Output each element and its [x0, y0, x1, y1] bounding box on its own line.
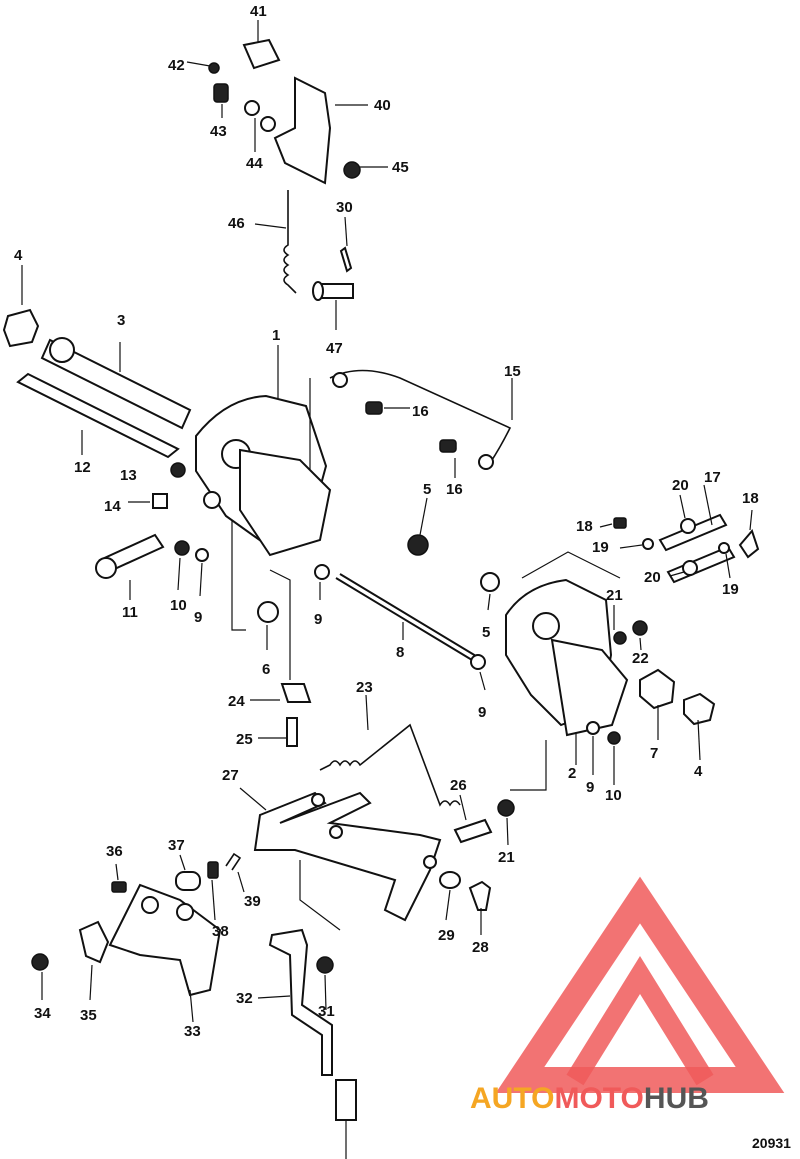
callout-label: 2 — [568, 765, 576, 782]
watermark-text-auto: AUTO — [470, 1082, 554, 1115]
callout-label: 39 — [244, 893, 261, 910]
callout-label: 19 — [722, 581, 739, 598]
callout-label: 15 — [504, 363, 521, 380]
link-assembly — [599, 484, 760, 584]
callout-label: 26 — [450, 777, 467, 794]
callout-label: 41 — [250, 3, 267, 20]
lower-left-assembly — [31, 852, 245, 1023]
callout-label: 5 — [423, 481, 431, 498]
callout-label: 33 — [184, 1023, 201, 1040]
callout-label: 21 — [606, 587, 623, 604]
center-rod-assembly — [314, 497, 500, 691]
callout-label: 18 — [742, 490, 759, 507]
callout-label: 5 — [482, 624, 490, 641]
callout-label: 13 — [120, 467, 137, 484]
callout-label: 6 — [262, 661, 270, 678]
callout-label: 43 — [210, 123, 227, 140]
callout-label: 9 — [194, 609, 202, 626]
callout-label: 14 — [104, 498, 121, 515]
callout-label: 34 — [34, 1005, 51, 1022]
callout-label: 16 — [412, 403, 429, 420]
callout-label: 29 — [438, 927, 455, 944]
left-bracket-assembly — [2, 265, 332, 747]
callout-label: 22 — [632, 650, 649, 667]
callout-label: 30 — [336, 199, 353, 216]
callout-label: 19 — [592, 539, 609, 556]
callout-label: 27 — [222, 767, 239, 784]
callout-label: 10 — [170, 597, 187, 614]
callout-label: 28 — [472, 939, 489, 956]
watermark-logo: AUTOMOTOHUB — [470, 876, 785, 1115]
callout-label: 23 — [356, 679, 373, 696]
callout-label: 8 — [396, 644, 404, 661]
callout-label: 42 — [168, 57, 185, 74]
callout-label: 17 — [704, 469, 721, 486]
top-lever-assembly — [186, 20, 388, 330]
callout-label: 47 — [326, 340, 343, 357]
callout-label: 12 — [74, 459, 91, 476]
callout-labels: 41 42 43 44 40 45 46 30 4 47 3 1 15 16 1… — [14, 3, 759, 1040]
lower-plate-assembly — [239, 694, 515, 935]
watermark-text-hub: HUB — [644, 1082, 709, 1115]
callout-label: 24 — [228, 693, 245, 710]
callout-label: 20 — [644, 569, 661, 586]
callout-label: 21 — [498, 849, 515, 866]
callout-label: 46 — [228, 215, 245, 232]
svg-text:AUTOMOTOHUB: AUTOMOTOHUB — [470, 1082, 709, 1115]
watermark-text-moto: MOTO — [554, 1082, 643, 1115]
callout-label: 4 — [694, 763, 703, 780]
callout-label: 4 — [14, 247, 23, 264]
callout-label: 45 — [392, 159, 409, 176]
cable-assembly — [329, 369, 513, 478]
callout-label: 7 — [650, 745, 658, 762]
callout-label: 20 — [672, 477, 689, 494]
callout-label: 10 — [605, 787, 622, 804]
callout-label: 44 — [246, 155, 263, 172]
callout-label: 38 — [212, 923, 229, 940]
right-bracket-assembly — [505, 551, 716, 791]
callout-label: 9 — [478, 704, 486, 721]
callout-label: 35 — [80, 1007, 97, 1024]
shift-shaft-assembly — [257, 928, 357, 1159]
callout-label: 11 — [122, 604, 138, 621]
callout-label: 1 — [272, 327, 280, 344]
callout-label: 9 — [586, 779, 594, 796]
callout-label: 16 — [446, 481, 463, 498]
callout-label: 31 — [318, 1003, 335, 1020]
callout-label: 37 — [168, 837, 185, 854]
callout-label: 36 — [106, 843, 123, 860]
callout-label: 3 — [117, 312, 125, 329]
callout-label: 9 — [314, 611, 322, 628]
callout-label: 32 — [236, 990, 253, 1007]
figure-number: 20931 — [752, 1135, 791, 1151]
callout-label: 40 — [374, 97, 391, 114]
callout-label: 18 — [576, 518, 593, 535]
callout-label: 25 — [236, 731, 253, 748]
